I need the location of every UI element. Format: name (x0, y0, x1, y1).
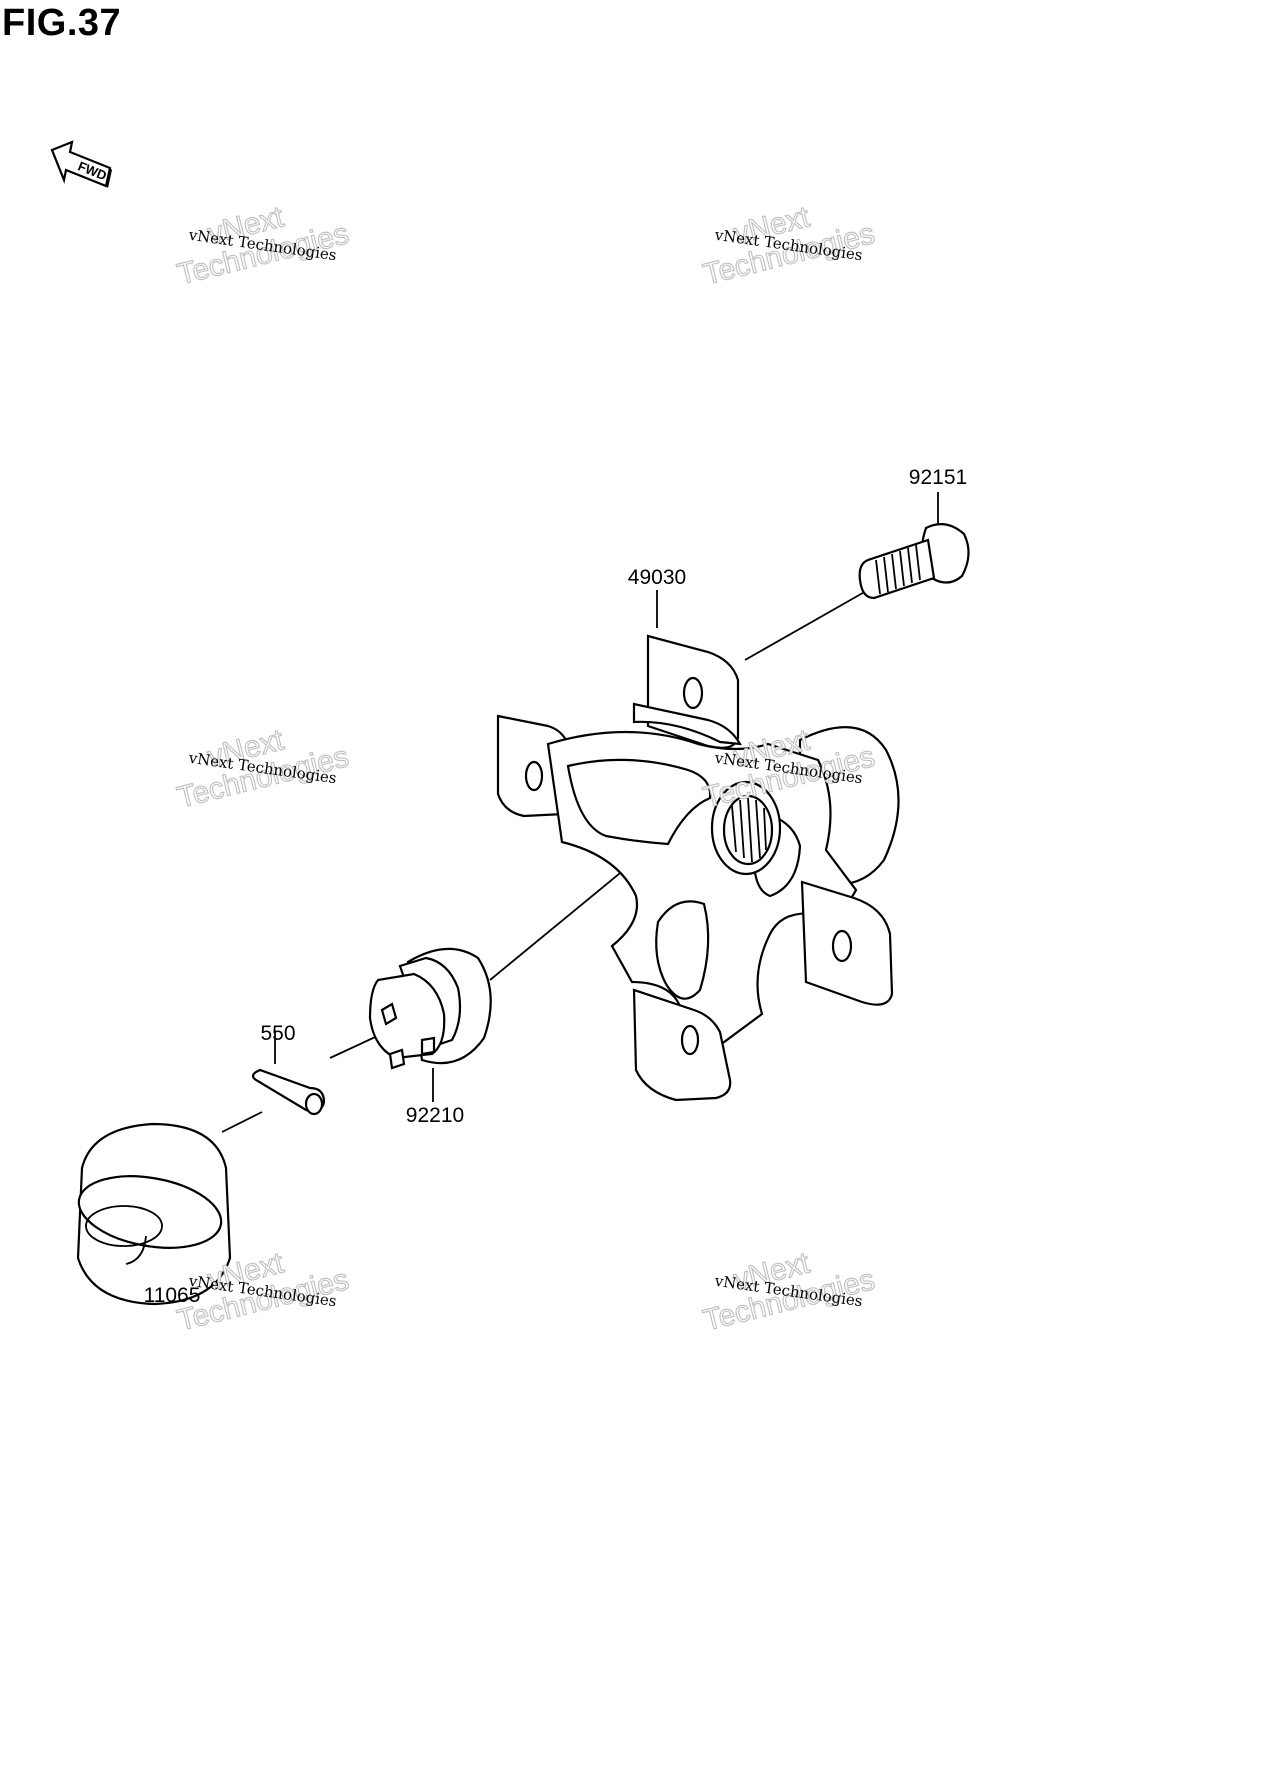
figure-title: FIG.37 (2, 2, 122, 44)
cotter-pin-icon (251, 1068, 326, 1116)
fwd-arrow-icon: FWD (50, 140, 112, 188)
part-label-92210: 92210 (406, 1104, 464, 1127)
hub-icon (496, 634, 900, 1102)
watermark-3: vNext Technologies vNext Technologies (174, 723, 353, 815)
part-label-49030: 49030 (628, 566, 686, 589)
watermark-2: vNext Technologies vNext Technologies (700, 200, 879, 292)
part-label-550: 550 (260, 1022, 295, 1045)
cap-icon (76, 1122, 232, 1306)
watermark-6: vNext Technologies vNext Technologies (700, 1246, 879, 1338)
watermark-1: vNext Technologies vNext Technologies (174, 200, 353, 292)
part-label-92151: 92151 (909, 466, 967, 489)
stud-bolt-icon (858, 523, 970, 600)
part-label-11065: 11065 (144, 1284, 201, 1307)
castle-nut-icon (368, 947, 492, 1070)
